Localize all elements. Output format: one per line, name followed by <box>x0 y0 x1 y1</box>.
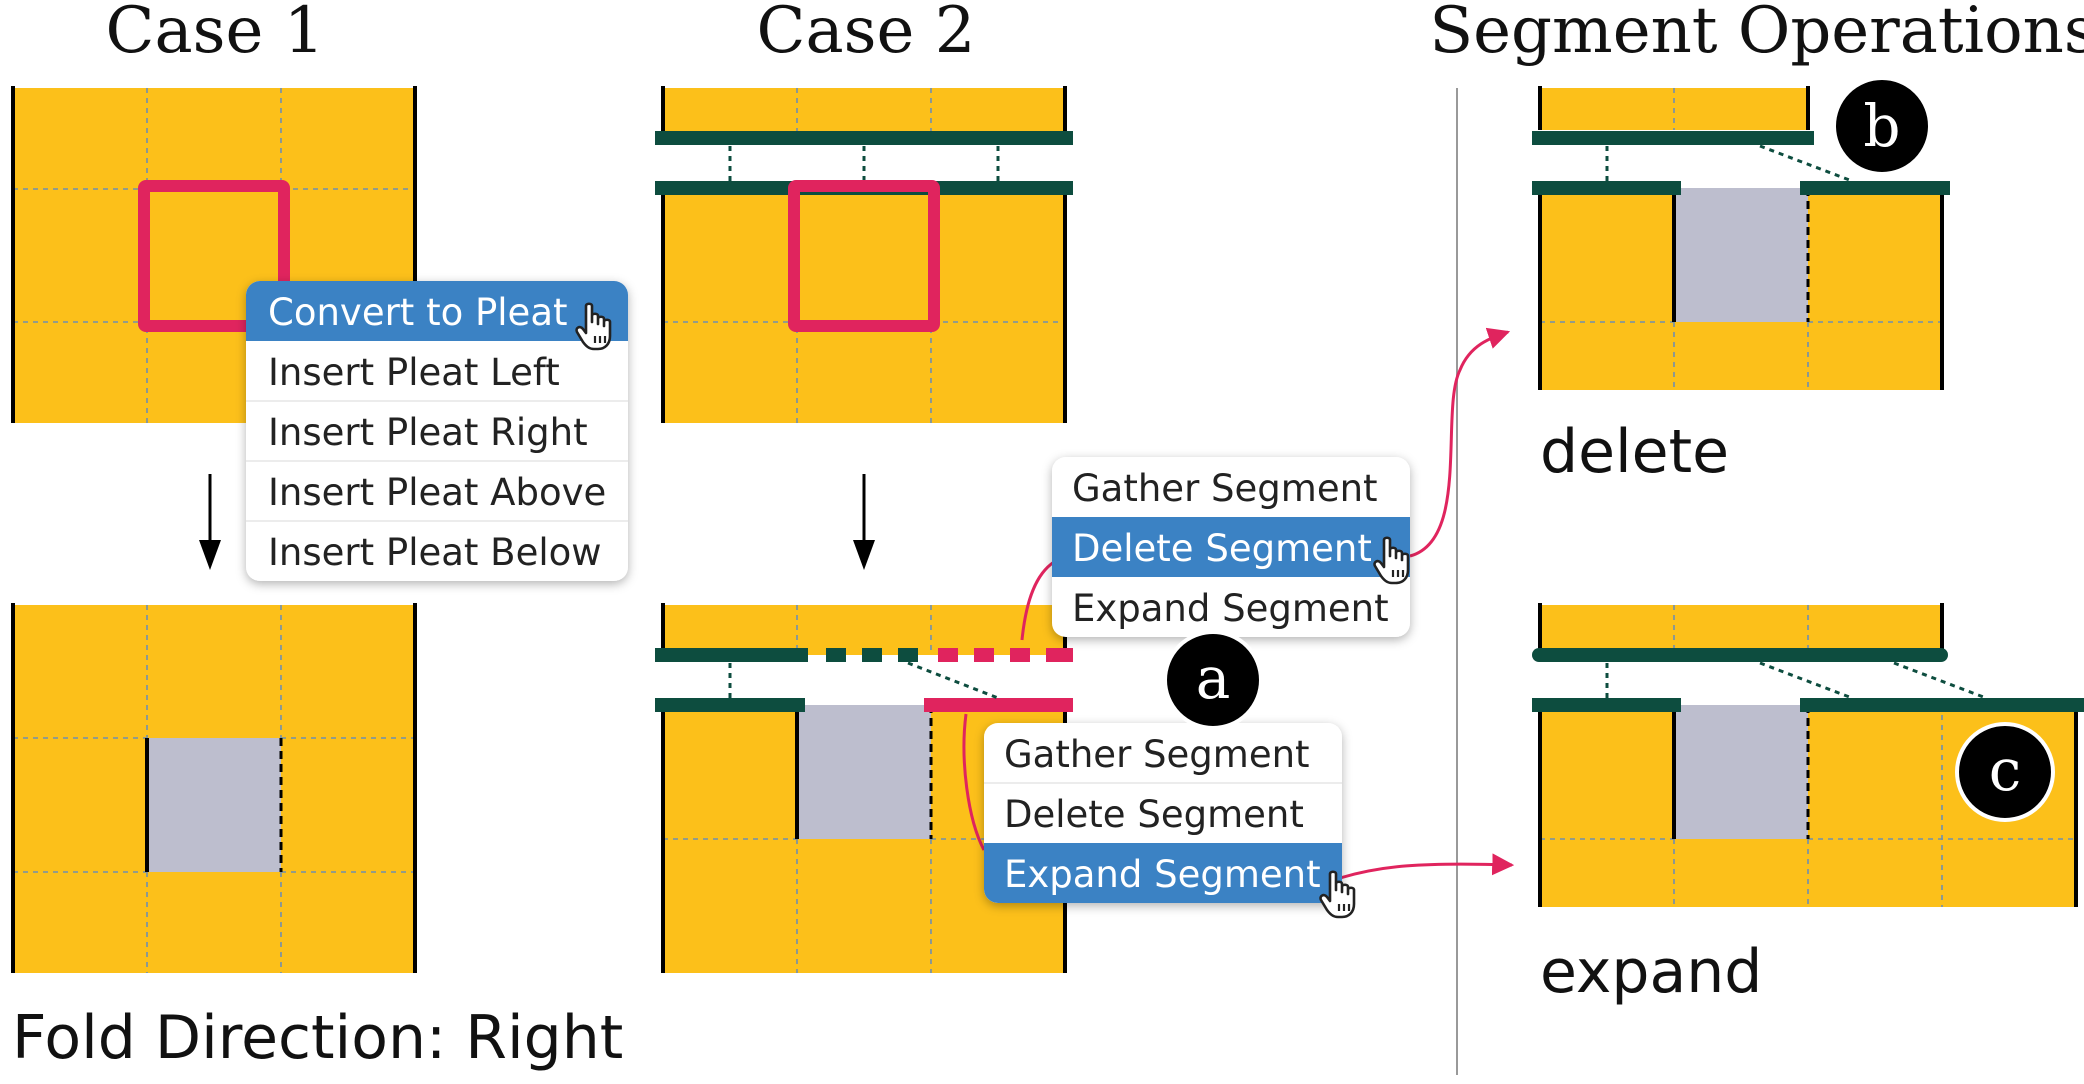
svg-text:a: a <box>1196 644 1231 712</box>
menu-item-convert-to-pleat[interactable]: Convert to Pleat <box>268 291 568 334</box>
segment-bar <box>1532 131 1814 145</box>
heading-case-2: Case 2 <box>757 0 976 68</box>
menu-item-gather-segment[interactable]: Gather Segment <box>1004 733 1310 776</box>
menu-item-insert-pleat-below[interactable]: Insert Pleat Below <box>268 531 602 574</box>
badge-c: c <box>1955 722 2055 822</box>
case1-fabric-top <box>11 86 417 423</box>
expand-connector-arrow <box>1339 853 1515 880</box>
pleat-gap <box>797 705 931 839</box>
pleat-gap <box>1674 705 1808 839</box>
badge-b: b <box>1832 76 1932 176</box>
segment-bar <box>1800 698 2084 712</box>
menu-item-insert-pleat-right[interactable]: Insert Pleat Right <box>268 411 588 454</box>
menu-item-insert-pleat-above[interactable]: Insert Pleat Above <box>268 471 606 514</box>
menu-item-delete-segment[interactable]: Delete Segment <box>1004 793 1304 836</box>
segment-bar <box>655 648 808 662</box>
menu-item-expand-segment[interactable]: Expand Segment <box>1072 587 1389 630</box>
selected-segment <box>924 698 1073 712</box>
svg-text:c: c <box>1989 736 2021 804</box>
segment-bar <box>1800 181 1950 195</box>
case2-fabric-bottom <box>655 603 1073 973</box>
heading-case-1: Case 1 <box>106 0 325 68</box>
segment-context-menu-upper[interactable]: Gather Segment Delete Segment Expand Seg… <box>1052 457 1410 637</box>
menu-item-delete-segment[interactable]: Delete Segment <box>1072 527 1372 570</box>
selection-square <box>788 180 940 332</box>
segment-bar <box>1532 648 1948 662</box>
pleat-gap <box>147 738 281 872</box>
selection-square <box>138 180 290 332</box>
expand-label: expand <box>1540 937 1762 1007</box>
segment-context-menu-lower[interactable]: Gather Segment Delete Segment Expand Seg… <box>984 723 1356 919</box>
lower-menu-connector <box>962 713 986 851</box>
pleat-gap <box>1674 188 1808 322</box>
svg-text:b: b <box>1863 92 1900 160</box>
delete-connector-arrow <box>1409 327 1511 558</box>
case2-fabric-top <box>655 86 1073 423</box>
segment-bar <box>1532 698 1681 712</box>
upper-menu-connector <box>1020 560 1055 641</box>
delete-result <box>1532 86 1950 390</box>
segment-bar <box>1532 181 1681 195</box>
pleat-context-menu[interactable]: Convert to Pleat Insert Pleat Left Inser… <box>246 281 628 581</box>
segment-bar <box>655 131 1073 145</box>
case1-fabric-bottom <box>11 603 417 973</box>
fold-direction-caption: Fold Direction: Right <box>12 1003 623 1073</box>
menu-item-insert-pleat-left[interactable]: Insert Pleat Left <box>268 351 560 394</box>
menu-item-gather-segment[interactable]: Gather Segment <box>1072 467 1378 510</box>
menu-item-expand-segment[interactable]: Expand Segment <box>1004 853 1321 896</box>
delete-label: delete <box>1540 417 1729 487</box>
segment-bar <box>655 698 805 712</box>
heading-segment-operations: Segment Operations <box>1429 0 2084 68</box>
selected-segment-dashed <box>938 648 1073 662</box>
badge-a: a <box>1163 630 1263 730</box>
